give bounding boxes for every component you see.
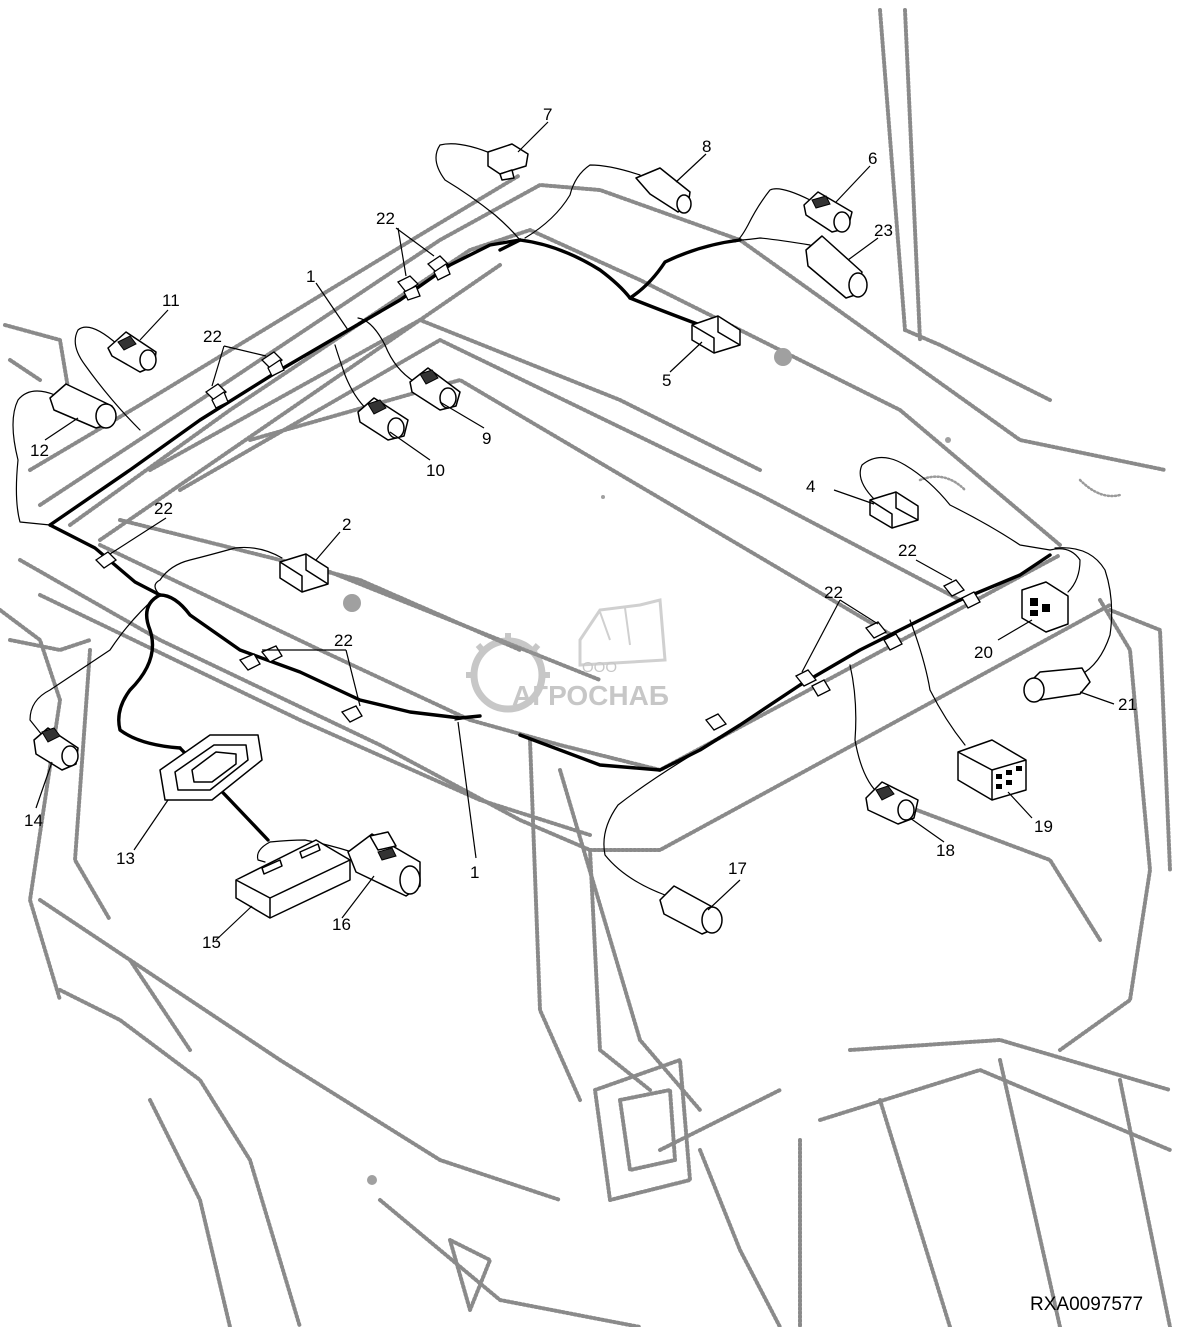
callout-23: 23 <box>874 221 893 240</box>
callout-4: 4 <box>806 477 815 496</box>
connector-2 <box>279 553 329 593</box>
callout-22-mid-left: 22 <box>154 499 173 518</box>
callout-22-left: 22 <box>203 327 222 346</box>
clip-22-right-b <box>864 621 903 651</box>
callout-17: 17 <box>728 859 747 878</box>
connector-17 <box>659 885 723 935</box>
clip-22-left-b <box>260 351 285 377</box>
clip-22-top-a <box>396 275 421 301</box>
callout-13: 13 <box>116 849 135 868</box>
connector-19 <box>957 739 1027 801</box>
clip-22-right-a <box>794 669 831 697</box>
clip-22-left-a <box>204 383 229 409</box>
callout-12: 12 <box>30 441 49 460</box>
callout-11: 11 <box>162 291 180 310</box>
connector-23 <box>805 235 868 299</box>
callout-10: 10 <box>426 461 445 480</box>
connector-8 <box>635 167 692 214</box>
callout-9: 9 <box>482 429 491 448</box>
connector-14 <box>33 727 79 771</box>
leader-lines <box>35 121 1115 941</box>
connector-5 <box>691 315 741 354</box>
connector-11 <box>107 331 157 373</box>
harness-clips <box>94 255 981 731</box>
connector-21 <box>1023 667 1091 703</box>
callout-19: 19 <box>1034 817 1053 836</box>
connector-12 <box>49 383 117 429</box>
callout-22-top: 22 <box>376 209 395 228</box>
connector-4 <box>869 491 919 529</box>
clip-22-right-d <box>704 713 728 731</box>
callout-20: 20 <box>974 643 993 662</box>
callout-6: 6 <box>868 149 877 168</box>
grommet-13 <box>159 734 263 801</box>
callout-22-right-upper: 22 <box>898 541 917 560</box>
connector-6 <box>803 191 853 233</box>
callout-21: 21 <box>1118 695 1137 714</box>
branch-wires <box>12 143 1113 896</box>
connector-20 <box>1021 581 1069 633</box>
callout-2: 2 <box>342 515 351 534</box>
connectors <box>33 143 1091 935</box>
connector-18 <box>865 781 919 825</box>
callout-22-bottom: 22 <box>334 631 353 650</box>
callout-1-top: 1 <box>306 267 315 286</box>
clip-22-top-b <box>426 255 451 281</box>
callout-18: 18 <box>936 841 955 860</box>
figure-id: RXA0097577 <box>1030 1294 1143 1315</box>
connector-10 <box>357 397 409 441</box>
callout-5: 5 <box>662 371 671 390</box>
cab-structure <box>0 8 1172 1327</box>
callout-14: 14 <box>24 811 43 830</box>
connector-7 <box>487 143 529 181</box>
callout-labels: 7 8 6 23 22 1 11 22 5 9 12 10 4 22 2 22 … <box>24 105 1137 952</box>
clip-22-left-c <box>94 551 118 569</box>
connector-9 <box>409 367 461 411</box>
watermark-logo: ООО АГРОСНАБ <box>466 598 669 713</box>
callout-16: 16 <box>332 915 351 934</box>
watermark-brand: АГРОСНАБ <box>512 680 669 711</box>
callout-1-bottom: 1 <box>470 863 479 882</box>
callout-7: 7 <box>543 105 552 124</box>
connector-16 <box>347 831 421 897</box>
clip-22-bottom-b <box>340 705 363 723</box>
watermark-company-form: ООО <box>582 659 617 676</box>
connector-15 <box>235 839 351 919</box>
clip-22-right-c <box>942 579 981 609</box>
callout-8: 8 <box>702 137 711 156</box>
callout-15: 15 <box>202 933 221 952</box>
callout-22-right: 22 <box>824 583 843 602</box>
